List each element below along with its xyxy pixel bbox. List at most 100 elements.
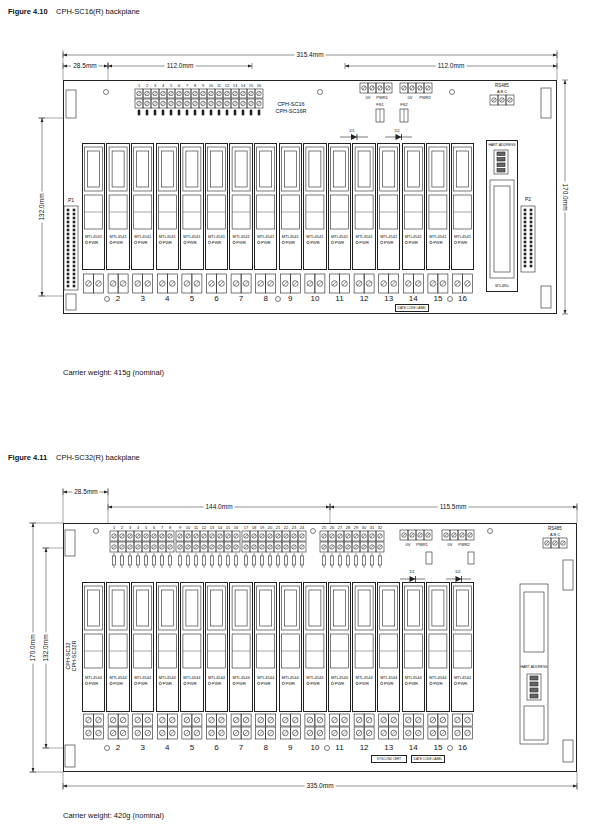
- mounting-hole: [450, 90, 455, 95]
- led: [405, 241, 407, 243]
- module-body: [429, 634, 447, 668]
- screw-head: [378, 86, 382, 90]
- relay-housing: [355, 147, 373, 191]
- isolator-module: MTL4541PWR: [82, 143, 106, 270]
- screw-head: [226, 534, 230, 538]
- screw-head: [249, 101, 253, 105]
- screw-slot: [308, 731, 312, 735]
- mounting-bracket: [541, 88, 551, 118]
- screw-head: [410, 533, 414, 537]
- resistor-lead: [364, 553, 365, 556]
- screw-slot: [367, 282, 371, 286]
- led: [258, 682, 260, 684]
- resistor-lead: [356, 565, 357, 568]
- diode-symbol: [351, 134, 357, 140]
- weight-note: Carrier weight: 420g (nominal): [63, 812, 164, 820]
- pin: [524, 217, 526, 219]
- pin: [530, 209, 532, 211]
- dimension-arrow: [108, 506, 112, 509]
- component: [170, 110, 172, 115]
- screw-head: [465, 717, 471, 723]
- led: [110, 241, 112, 243]
- screw-head: [202, 545, 206, 549]
- date-code-label: DATE CODE LABEL: [395, 304, 428, 312]
- module-body: [109, 634, 127, 668]
- dimension-arrow: [345, 65, 349, 68]
- module-type: MTL4544: [83, 675, 105, 681]
- screw-terminal: [463, 727, 473, 739]
- pin-number: 14: [218, 526, 222, 530]
- screw-head: [276, 545, 280, 549]
- screw-head: [406, 730, 412, 736]
- isolator-module: MTL4541PWR: [352, 143, 376, 270]
- screw-terminal: [118, 714, 128, 726]
- pin: [67, 229, 69, 231]
- screw-head: [268, 281, 274, 287]
- dimension-arrow: [63, 54, 67, 57]
- screw-head: [145, 91, 149, 95]
- dimension-arrow: [553, 54, 557, 57]
- screw-head: [169, 91, 173, 95]
- screw-slot: [185, 731, 189, 735]
- screw-slot: [293, 718, 297, 722]
- resistor-lead: [170, 565, 171, 568]
- resistor-lead: [302, 565, 303, 568]
- screw-slot: [259, 282, 263, 286]
- relay-housing: [404, 586, 422, 630]
- dimension-arrow: [32, 768, 35, 772]
- isolator-module: MTL4544PWR: [156, 582, 180, 712]
- screw-slot: [392, 718, 396, 722]
- module-window: [524, 706, 544, 740]
- screw-slot: [249, 102, 252, 105]
- screw-slot: [186, 534, 189, 537]
- resistor-lead: [212, 553, 213, 556]
- screw-head: [219, 730, 225, 736]
- screw-head: [137, 101, 141, 105]
- dimension-arrow: [63, 785, 67, 788]
- pin: [67, 277, 69, 279]
- relay-window: [260, 590, 272, 626]
- module-body: [208, 195, 226, 229]
- screw-slot: [201, 92, 204, 95]
- screw-head: [440, 730, 446, 736]
- screw-head: [444, 533, 448, 537]
- relay-housing: [306, 147, 324, 191]
- led-label: PWR: [181, 681, 203, 687]
- screw-terminal: [389, 274, 399, 293]
- pin-number: 7: [161, 526, 163, 530]
- screw-slot: [431, 282, 435, 286]
- resistor-lead: [114, 565, 115, 568]
- dimension-arrow: [63, 65, 67, 68]
- screw-terminal: [379, 274, 389, 293]
- screw-terminal: [453, 727, 463, 739]
- screw-slot: [160, 731, 164, 735]
- screw-slot: [217, 92, 220, 95]
- mounting-bracket: [65, 745, 75, 767]
- screw-terminal: [330, 714, 340, 726]
- resistor-lead: [196, 553, 197, 556]
- switch-lever: [497, 158, 505, 162]
- screw-head: [194, 534, 198, 538]
- slot-number: 12: [360, 295, 369, 303]
- screw-terminal: [498, 95, 506, 105]
- screw-terminal: [224, 542, 232, 552]
- screw-head: [293, 730, 299, 736]
- screw-head: [455, 730, 461, 736]
- screw-slot: [168, 534, 171, 537]
- led-label: PWR: [83, 240, 105, 246]
- terminal-name: PWR1: [376, 96, 388, 100]
- pin: [524, 229, 526, 231]
- screw-terminal: [143, 727, 153, 739]
- screw-head: [194, 730, 200, 736]
- screw-head: [177, 91, 181, 95]
- pin: [73, 277, 75, 279]
- screw-head: [338, 545, 342, 549]
- pin: [73, 229, 75, 231]
- screw-terminal: [126, 531, 134, 541]
- pin: [524, 221, 526, 223]
- resistor-lead: [220, 565, 221, 568]
- module-type: MTL4544: [181, 675, 203, 681]
- screw-head: [185, 91, 189, 95]
- screw-head: [184, 730, 190, 736]
- screw-head: [110, 717, 116, 723]
